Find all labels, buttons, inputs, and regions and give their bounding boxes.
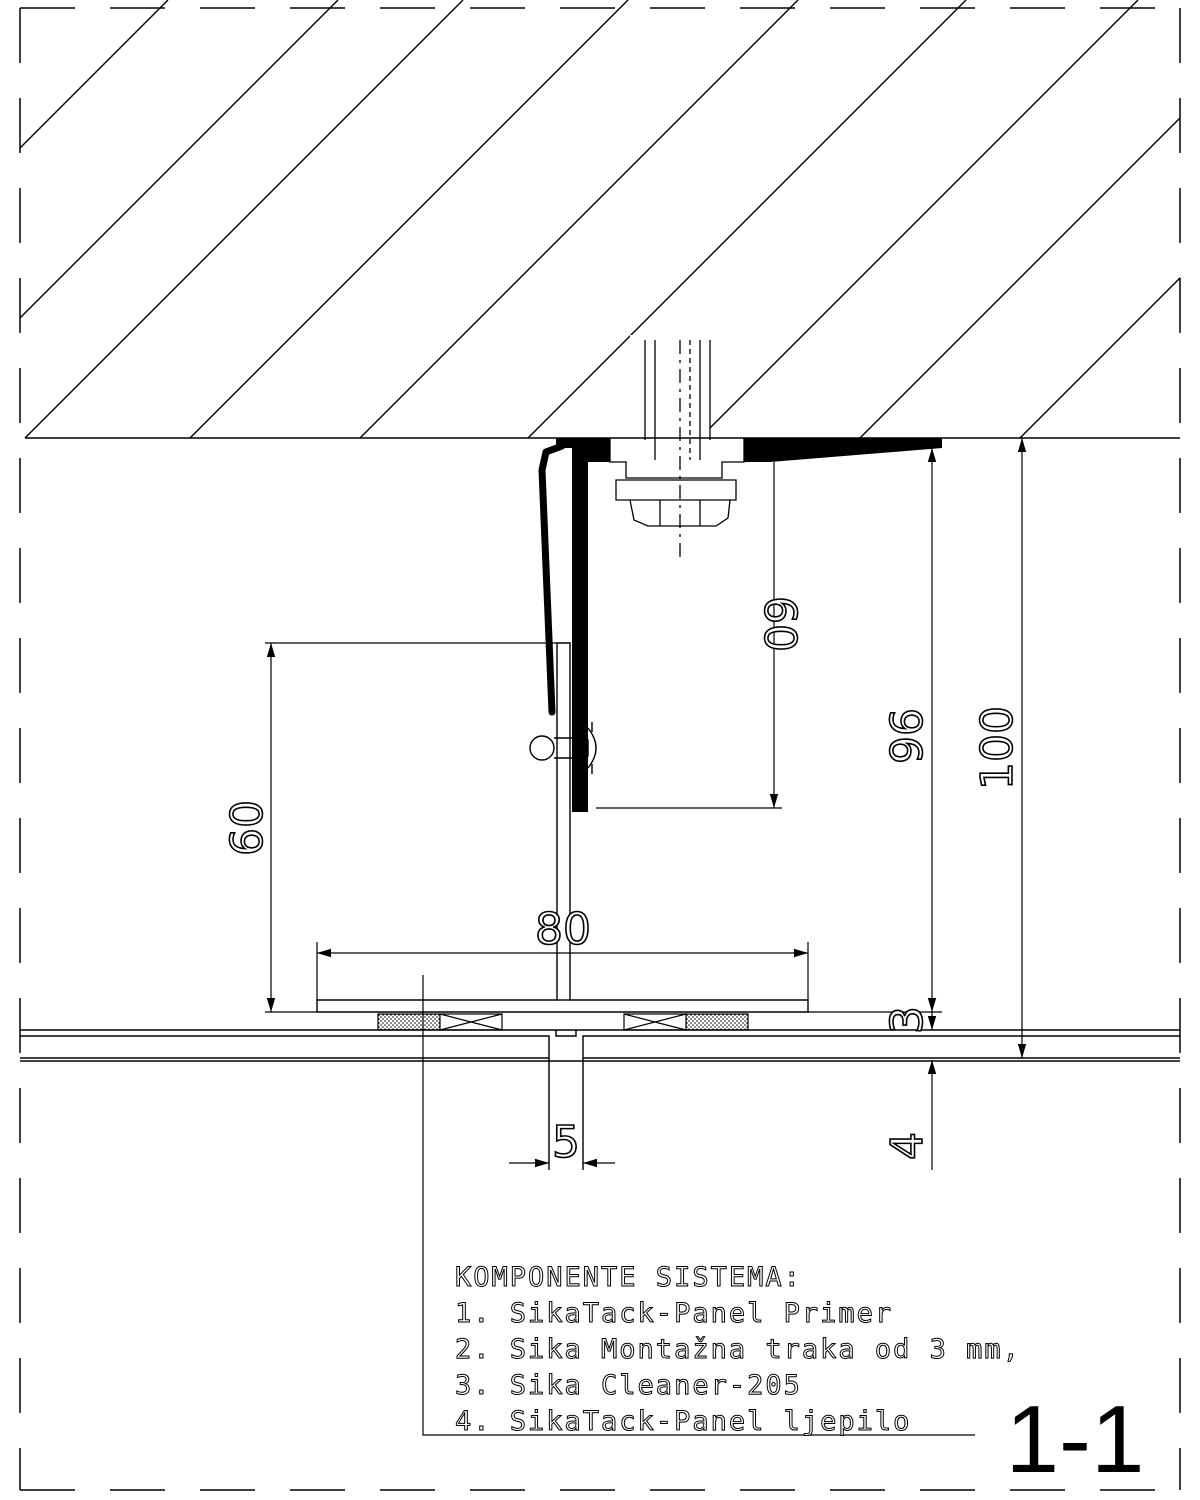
- dimension-3: 3: [882, 1006, 933, 1034]
- anchor-bolt: [609, 340, 745, 560]
- dimension-60-right: 60: [754, 596, 805, 652]
- dimension-4: 4: [882, 1132, 933, 1160]
- legend-item-1: 1. SikaTack-Panel Primer: [455, 1298, 893, 1329]
- legend-heading: KOMPONENTE SISTEMA:: [455, 1262, 802, 1293]
- legend-item-2: 2. Sika Montažna traka od 3 mm,: [455, 1334, 1021, 1365]
- dimension-60-left: 60: [222, 800, 273, 856]
- dimension-96: 96: [882, 708, 933, 764]
- anchor-bore: [630, 335, 710, 438]
- dimension-100: 100: [972, 706, 1023, 790]
- dimension-5: 5: [552, 1117, 580, 1168]
- connection-bolt: [529, 722, 597, 774]
- components-legend: KOMPONENTE SISTEMA: 1. SikaTack-Panel Pr…: [455, 1262, 1021, 1438]
- legend-item-4: 4. SikaTack-Panel ljepilo: [455, 1406, 911, 1437]
- fixing-bracket: [538, 438, 942, 812]
- tape-and-adhesive: [377, 1013, 749, 1031]
- drawing-frame: [19, 7, 1181, 1491]
- concrete-wall-hatch: [20, 0, 1180, 438]
- section-label: 1-1: [1006, 1386, 1145, 1493]
- dimension-lines: [265, 438, 1027, 1436]
- dimension-80: 80: [535, 904, 591, 955]
- t-profile: [316, 642, 809, 1013]
- facade-panels: [20, 1029, 1180, 1170]
- legend-item-3: 3. Sika Cleaner-205: [455, 1370, 802, 1401]
